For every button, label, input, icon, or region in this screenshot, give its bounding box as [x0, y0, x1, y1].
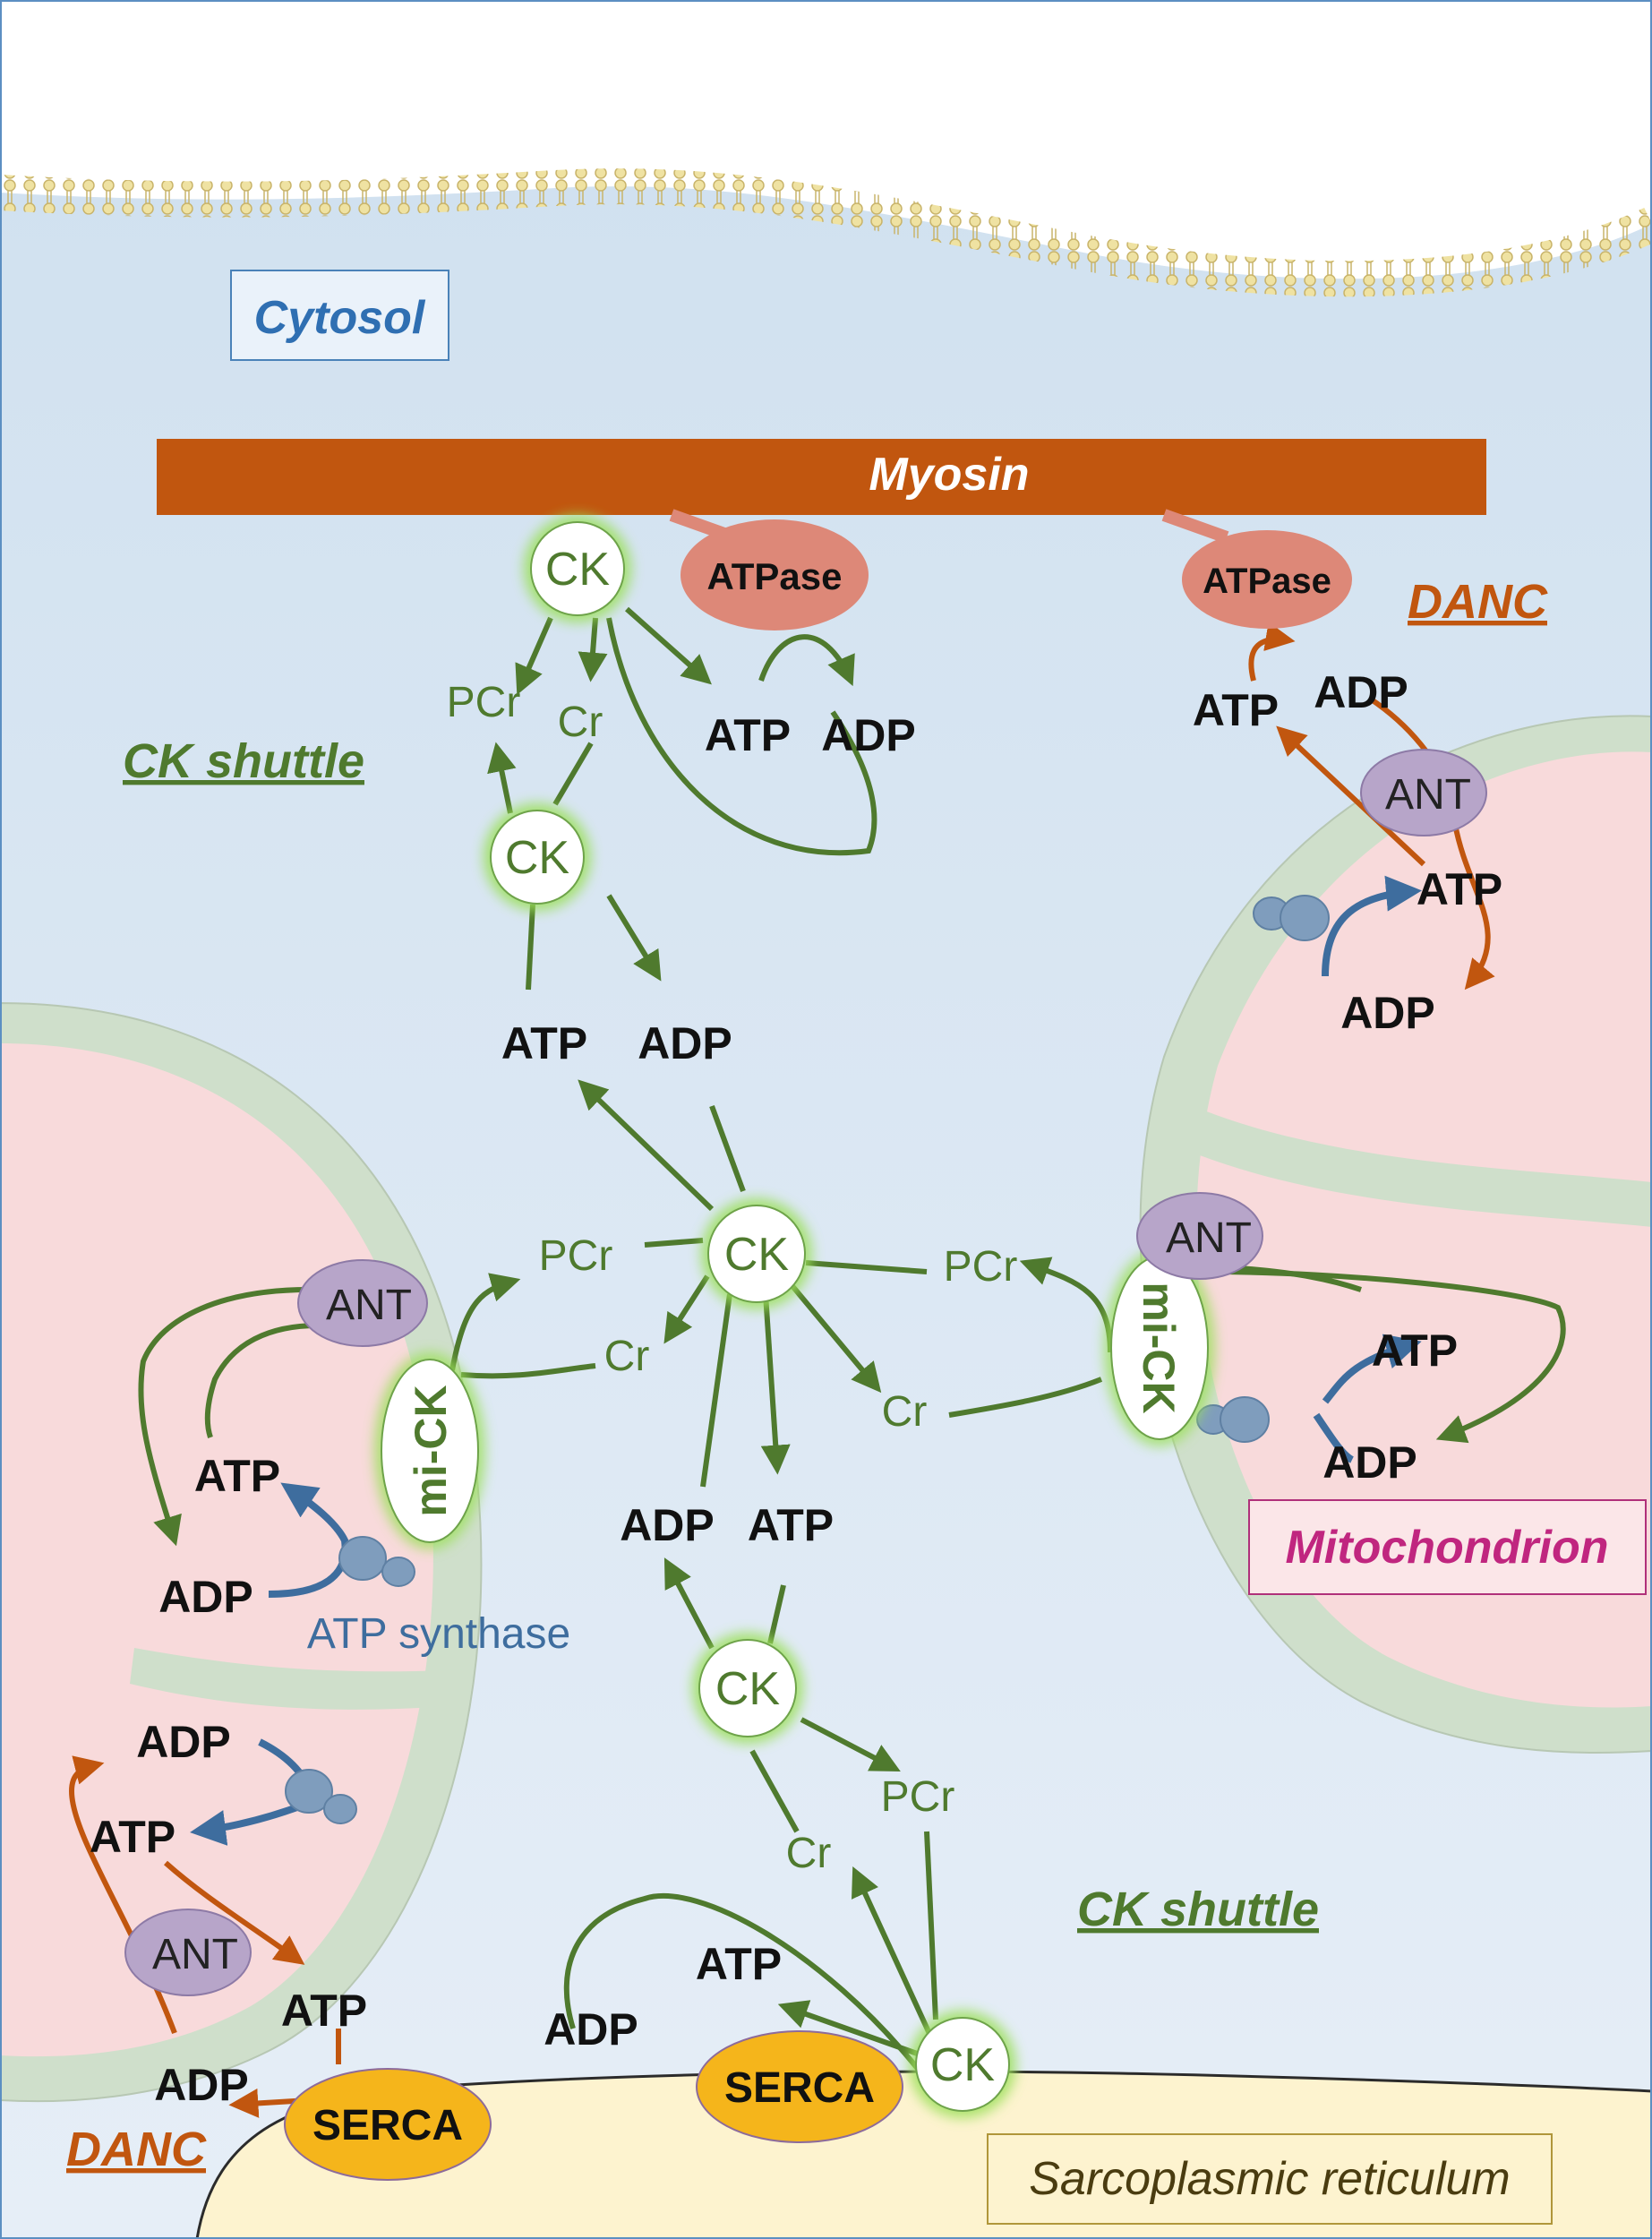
atp-label: ATP — [501, 1018, 587, 1068]
atp-label: ATP — [1417, 864, 1502, 914]
mi-ck-left: mi-CK — [374, 1352, 485, 1549]
svg-text:CK: CK — [930, 2039, 996, 2091]
serca-center: SERCA — [696, 2030, 903, 2143]
cytosol-label-box — [230, 270, 449, 361]
svg-text:SERCA: SERCA — [312, 2102, 463, 2149]
adp-label: ADP — [136, 1717, 231, 1767]
svg-text:ANT: ANT — [326, 1282, 412, 1329]
sr-label-box — [987, 2133, 1553, 2225]
danc-label-bottom: DANC — [66, 2123, 207, 2176]
adp-label: ADP — [821, 710, 916, 760]
adp-label: ADP — [544, 2004, 638, 2055]
ck-shuttle-label-top: CK shuttle — [123, 734, 364, 788]
ant-left-mid: ANT — [297, 1259, 428, 1347]
adp-label: ADP — [620, 1500, 715, 1550]
adp-label: ADP — [1314, 667, 1408, 717]
svg-text:mi-CK: mi-CK — [406, 1385, 456, 1516]
svg-text:ATPase: ATPase — [707, 555, 843, 597]
cr-label: Cr — [882, 1388, 928, 1436]
atp-synthase-complexes — [285, 895, 1330, 1824]
plasma-membrane — [0, 0, 1652, 297]
atp-label: ATP — [696, 1939, 782, 1989]
atpase-right: ATPase — [1182, 530, 1352, 629]
ck-node-lower: CK — [692, 1633, 803, 1744]
svg-text:ANT: ANT — [1385, 771, 1471, 819]
svg-text:CK: CK — [724, 1229, 790, 1281]
pcr-label: PCr — [881, 1773, 955, 1821]
atp-synthase-label: ATP synthase — [307, 1610, 570, 1658]
cr-label: Cr — [604, 1333, 650, 1380]
svg-text:ANT: ANT — [152, 1931, 238, 1978]
mitochondrion-label: Mitochondrion — [1285, 1522, 1608, 1574]
cr-label: Cr — [786, 1830, 832, 1877]
myosin-bar — [157, 439, 1486, 515]
ck-node-top: CK — [524, 515, 631, 622]
ck-node-serca: CK — [909, 2011, 1016, 2118]
ant-right-top: ANT — [1360, 749, 1487, 836]
pcr-label: PCr — [944, 1243, 1018, 1291]
atp-label: ATP — [281, 1986, 367, 2036]
adp-label: ADP — [158, 1572, 253, 1622]
danc-label-top: DANC — [1408, 575, 1548, 629]
svg-text:ANT: ANT — [1166, 1214, 1252, 1262]
adp-label: ADP — [1322, 1437, 1417, 1488]
atp-label: ATP — [705, 710, 791, 760]
ck-shuttle-label-bottom: CK shuttle — [1077, 1883, 1319, 1936]
ant-right-mid: ANT — [1136, 1192, 1263, 1280]
atp-label: ATP — [748, 1500, 834, 1550]
atp-label: ATP — [1193, 685, 1279, 735]
ck-shuttle-arrows — [138, 606, 1566, 2071]
atp-synthase-arrows — [190, 875, 1422, 1846]
cr-label: Cr — [558, 699, 603, 746]
svg-text:SERCA: SERCA — [724, 2064, 875, 2112]
pcr-label: PCr — [539, 1232, 613, 1280]
ant-left-bottom: ANT — [124, 1909, 252, 1996]
myosin-label: Myosin — [869, 449, 1029, 501]
atpase-stalk-right — [1161, 509, 1229, 544]
cytosol-label: Cytosol — [254, 292, 426, 344]
right-mitochondrion — [1139, 715, 1652, 1754]
mi-ck-right: mi-CK — [1104, 1249, 1215, 1446]
sr-label: Sarcoplasmic reticulum — [1029, 2153, 1511, 2205]
svg-text:CK: CK — [505, 832, 570, 884]
svg-text:mi-CK: mi-CK — [1134, 1282, 1184, 1413]
adp-label: ADP — [1340, 988, 1435, 1038]
adp-label: ADP — [154, 2060, 249, 2110]
ck-node-upper: CK — [484, 803, 591, 911]
svg-text:CK: CK — [715, 1663, 781, 1715]
svg-text:ATPase: ATPase — [1203, 562, 1331, 601]
svg-text:CK: CK — [545, 544, 611, 596]
atp-label: ATP — [1372, 1325, 1458, 1376]
serca-left: SERCA — [284, 2068, 492, 2181]
atp-label: ATP — [194, 1451, 280, 1501]
ck-node-central: CK — [701, 1198, 812, 1309]
atpase-left: ATPase — [680, 519, 869, 631]
adp-label: ADP — [638, 1018, 732, 1068]
mitochondrion-label-box — [1248, 1499, 1647, 1595]
atp-label: ATP — [90, 1812, 175, 1862]
pcr-label: PCr — [447, 679, 521, 726]
